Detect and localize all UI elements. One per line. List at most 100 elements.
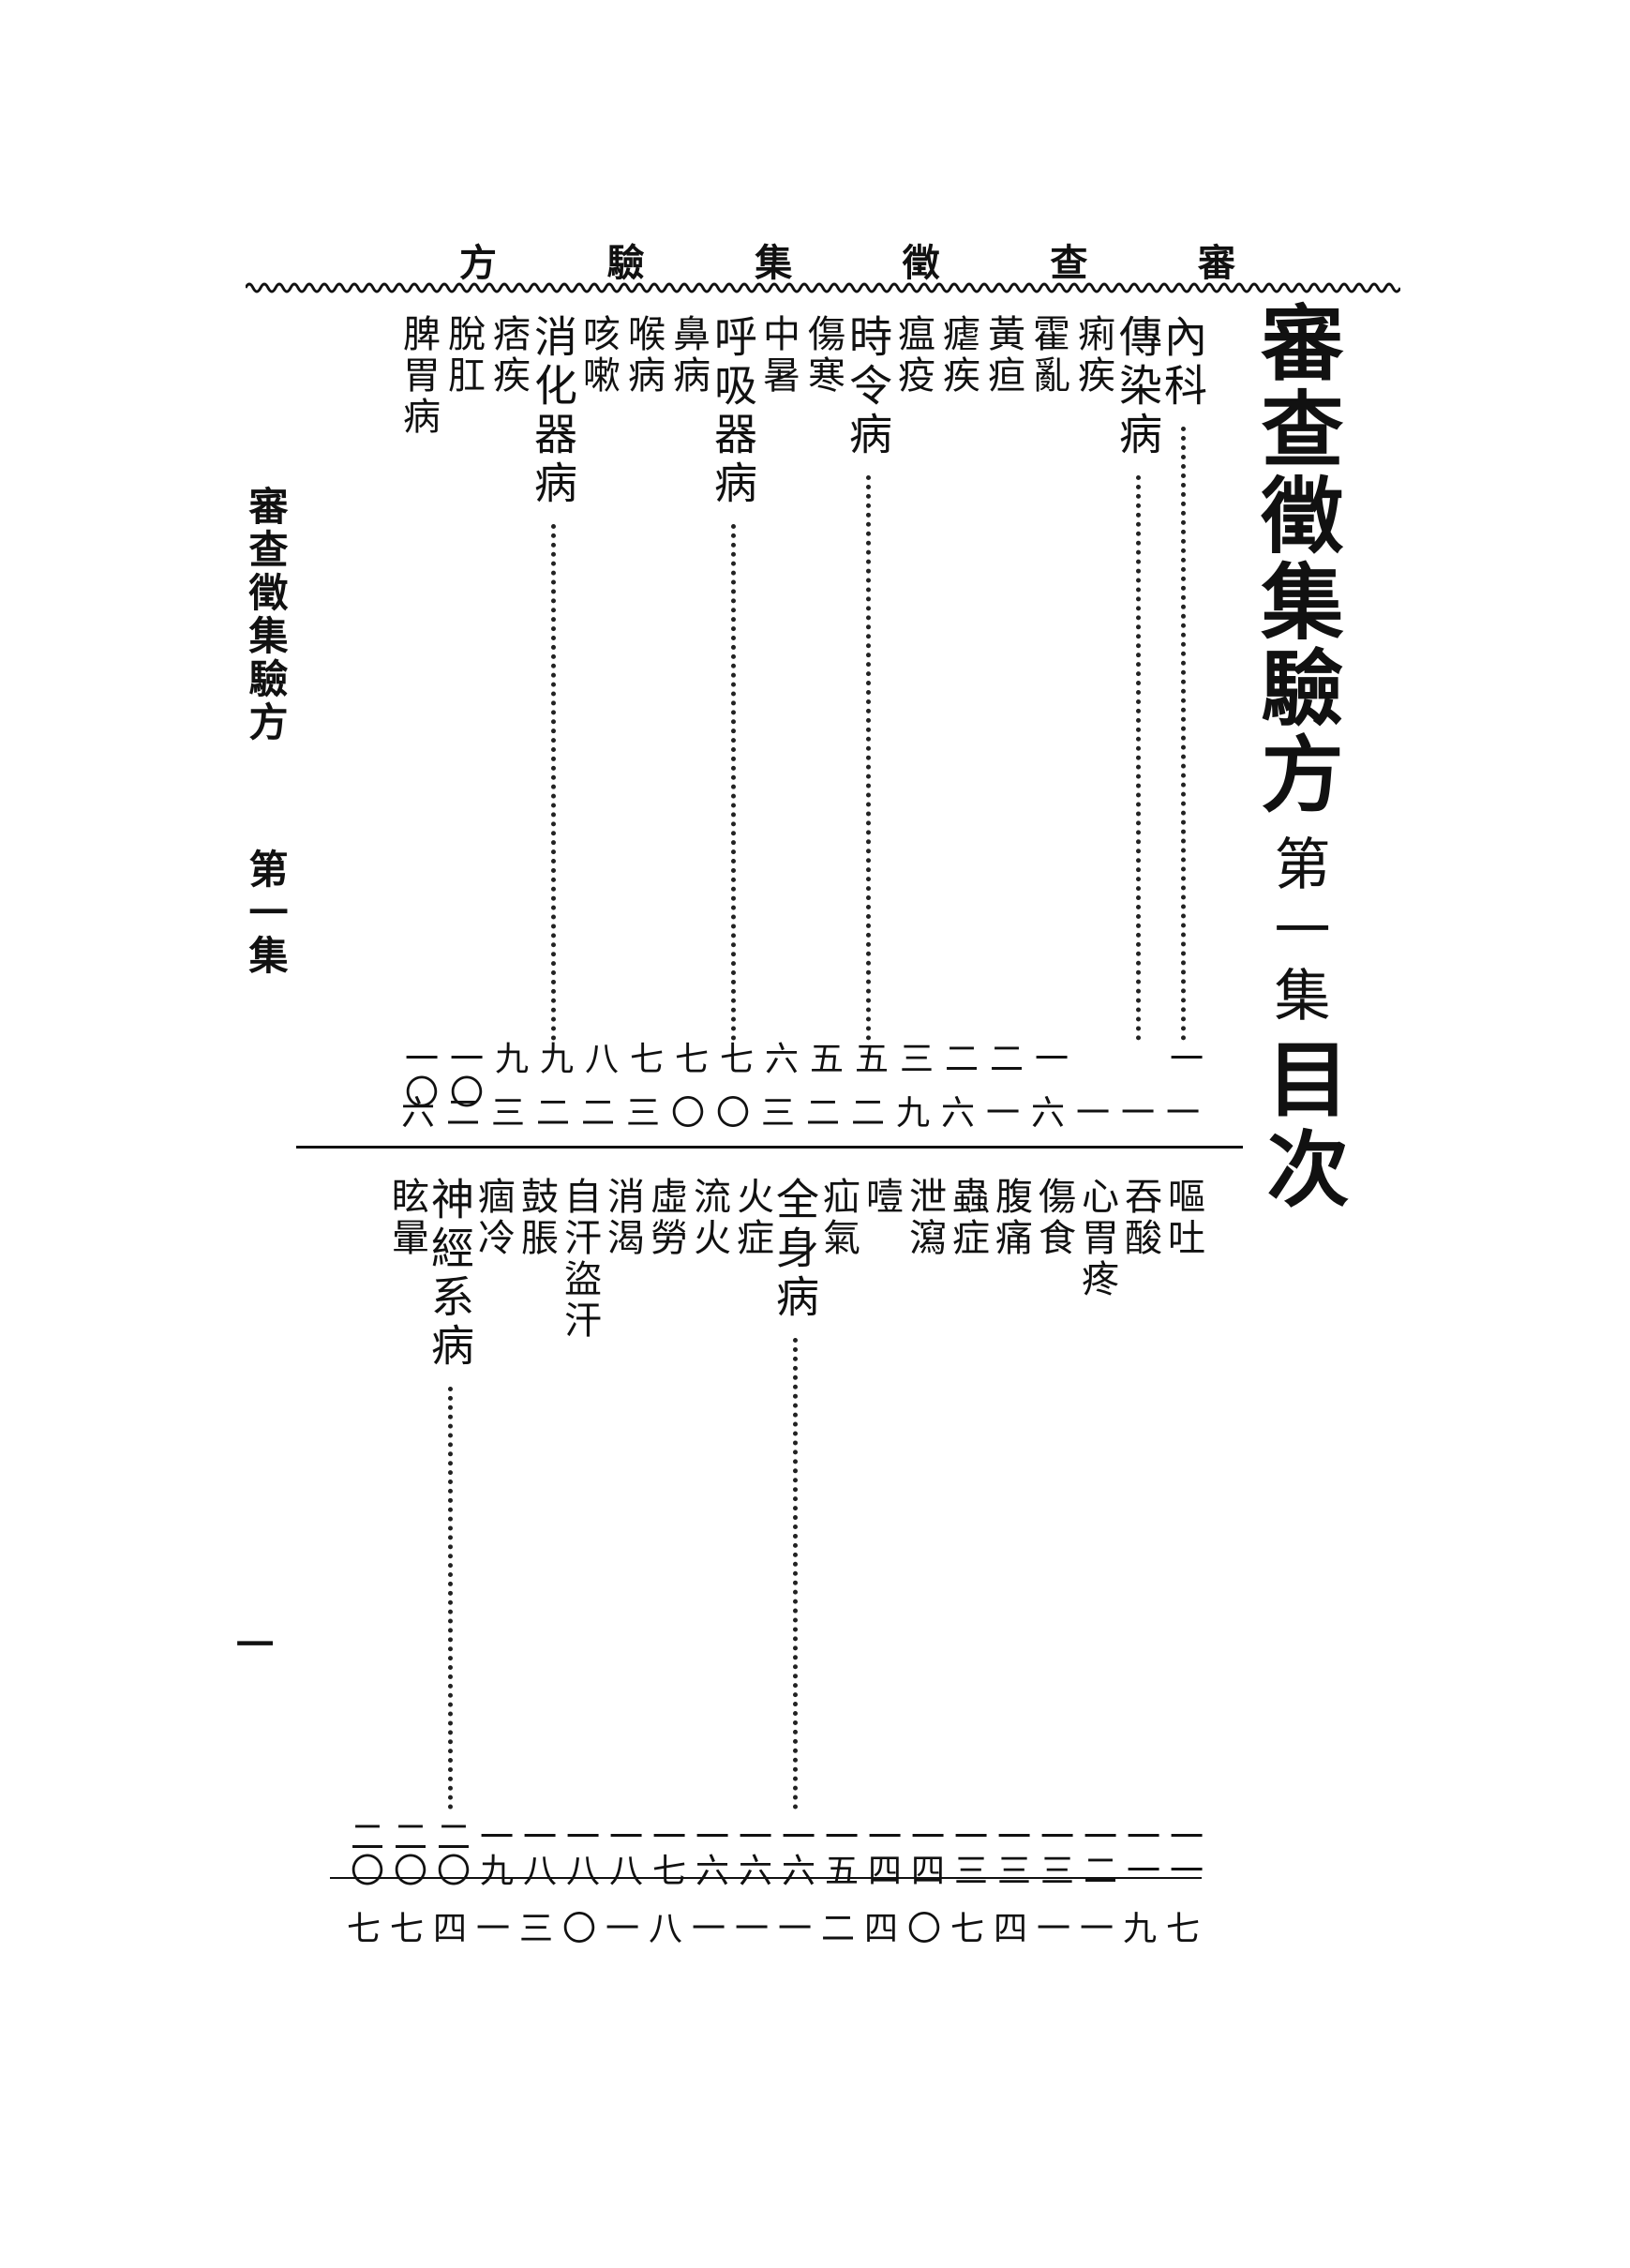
running-head-char: 審 — [1197, 241, 1237, 285]
toc-entry: 中暑 — [756, 314, 800, 397]
running-head-char: 方 — [459, 241, 499, 285]
page-number-top: 二〇 — [388, 1819, 426, 1886]
page-number-bottom: 一 — [692, 1910, 726, 1948]
toc-entry: 心胃疼 — [1075, 1177, 1118, 1300]
page-number-top: 二〇 — [345, 1819, 383, 1886]
toc-entry: 內科 — [1158, 314, 1208, 412]
page-number-bottom: 六 — [941, 1094, 976, 1133]
page-number-bottom: 二 — [446, 1094, 481, 1133]
page-number-top: 七 — [714, 1041, 753, 1074]
page-number-bottom: 二 — [821, 1910, 856, 1948]
page-number-bottom: 四 — [994, 1910, 1028, 1948]
page-number-top: 八 — [579, 1041, 618, 1074]
page-number-top: 九 — [534, 1041, 573, 1074]
running-head: 方 驗 集 徵 查 審 — [459, 233, 1237, 287]
page-number-top: 一〇 — [444, 1041, 483, 1108]
toc-entry: 脾胃病 — [396, 314, 440, 438]
page-number-top: 一 — [1029, 1041, 1068, 1074]
page-number-top: 一六 — [690, 1819, 728, 1886]
page-number-top: 一六 — [733, 1819, 771, 1886]
toc-entry: 流火 — [687, 1177, 730, 1259]
toc-entry: 疝氣 — [816, 1177, 860, 1259]
page-number-bottom: 〇 — [907, 1910, 942, 1948]
page-number-bottom: 七 — [1166, 1910, 1201, 1948]
toc-entry: 嘔吐 — [1161, 1177, 1204, 1259]
toc-entry: 脫肛 — [441, 314, 485, 397]
toc-entry: 黃疸 — [981, 314, 1024, 397]
page-number-top: 一六 — [776, 1819, 815, 1886]
page-number-bottom: 三 — [519, 1910, 554, 1948]
toc-entry: 呼吸器病 — [708, 314, 758, 509]
running-head-char: 集 — [755, 241, 795, 285]
toc-entry: 消化器病 — [528, 314, 578, 509]
page-number-bottom: 七 — [390, 1910, 425, 1948]
page-number-bottom: 一 — [476, 1910, 511, 1948]
toc-entry: 火症 — [730, 1177, 773, 1259]
page-number-bottom: 九 — [1123, 1910, 1158, 1948]
toc-entry: 鼓脹 — [515, 1177, 558, 1259]
toc-entry: 傳染病 — [1113, 314, 1163, 460]
toc-entry: 吞酸 — [1118, 1177, 1161, 1259]
page-number-top: 六 — [759, 1041, 798, 1074]
page-number-bottom: 一 — [986, 1094, 1021, 1133]
page-number-bottom: 三 — [491, 1094, 526, 1133]
toc-entry: 痼冷 — [471, 1177, 515, 1259]
section-divider — [296, 1146, 1243, 1149]
side-title: 審查徵集驗方 — [243, 486, 289, 744]
toc-entry: 痢疾 — [1071, 314, 1114, 397]
page-number-top: 七 — [624, 1041, 663, 1074]
toc-entry: 瘧疾 — [936, 314, 979, 397]
page-number-top: 九 — [489, 1041, 528, 1074]
page-number-top: 一二 — [1078, 1819, 1116, 1886]
toc-entry: 全身病 — [770, 1177, 820, 1323]
toc-entry: 腹痛 — [989, 1177, 1032, 1259]
page-number-bottom: 一 — [1121, 1094, 1156, 1133]
page-number-bottom: 七 — [950, 1910, 985, 1948]
dot-leader — [448, 1387, 453, 1810]
wavy-rule — [246, 282, 1400, 293]
toc-entry: 消渴 — [601, 1177, 644, 1259]
toc-entry: 自汗盜汗 — [558, 1177, 601, 1342]
toc-entry: 痞疾 — [486, 314, 530, 397]
page-number-bottom: 一 — [735, 1910, 770, 1948]
page-number-top: 二 — [984, 1041, 1023, 1074]
contents-label: 目次 — [1253, 1036, 1351, 1216]
page-number-top: 一八 — [561, 1819, 599, 1886]
toc-entry: 噎 — [860, 1177, 903, 1218]
page-number-bottom: 一 — [1037, 1910, 1071, 1948]
page-number-top: 一五 — [819, 1819, 858, 1886]
toc-entry: 傷寒 — [801, 314, 845, 397]
page-number-top: 一 — [1164, 1041, 1203, 1074]
toc-entry: 蟲症 — [946, 1177, 989, 1259]
folio: 一 — [236, 1623, 274, 1667]
page-number-bottom: 八 — [649, 1910, 683, 1948]
page-number-top: 一一 — [1164, 1819, 1203, 1886]
toc-entry: 喉病 — [621, 314, 665, 397]
page-number-top: 一三 — [992, 1819, 1030, 1886]
running-head-char: 查 — [1050, 241, 1090, 285]
page-number-bottom: 四 — [864, 1910, 899, 1948]
running-head-char: 驗 — [606, 241, 647, 285]
page-number-top: 五 — [849, 1041, 888, 1074]
page-number-top: 一八 — [517, 1819, 556, 1886]
toc-entry: 時令病 — [843, 314, 893, 460]
page-number-bottom: 一 — [1166, 1094, 1201, 1133]
page-number-bottom: 九 — [896, 1094, 931, 1133]
page-number-bottom: 六 — [401, 1094, 436, 1133]
toc-entry: 眩暈 — [385, 1177, 428, 1259]
page-number-top: 一九 — [474, 1819, 513, 1886]
page-number-top: 五 — [804, 1041, 843, 1074]
page-number-bottom: 三 — [761, 1094, 796, 1133]
page-number-top: 一四 — [905, 1819, 944, 1886]
page-number-top: 一一 — [1121, 1819, 1159, 1886]
dot-leader — [731, 524, 736, 1041]
toc-entry: 鼻病 — [666, 314, 710, 397]
page-number-bottom: 二 — [851, 1094, 886, 1133]
volume-label: 第一集 — [1264, 834, 1330, 1031]
page-number-top: 一三 — [1035, 1819, 1073, 1886]
dot-leader — [551, 524, 556, 1041]
page-number-bottom: 六 — [1031, 1094, 1066, 1133]
page-number-bottom: 〇 — [671, 1094, 706, 1133]
page-number-bottom: 二 — [536, 1094, 571, 1133]
dot-leader — [793, 1338, 798, 1810]
